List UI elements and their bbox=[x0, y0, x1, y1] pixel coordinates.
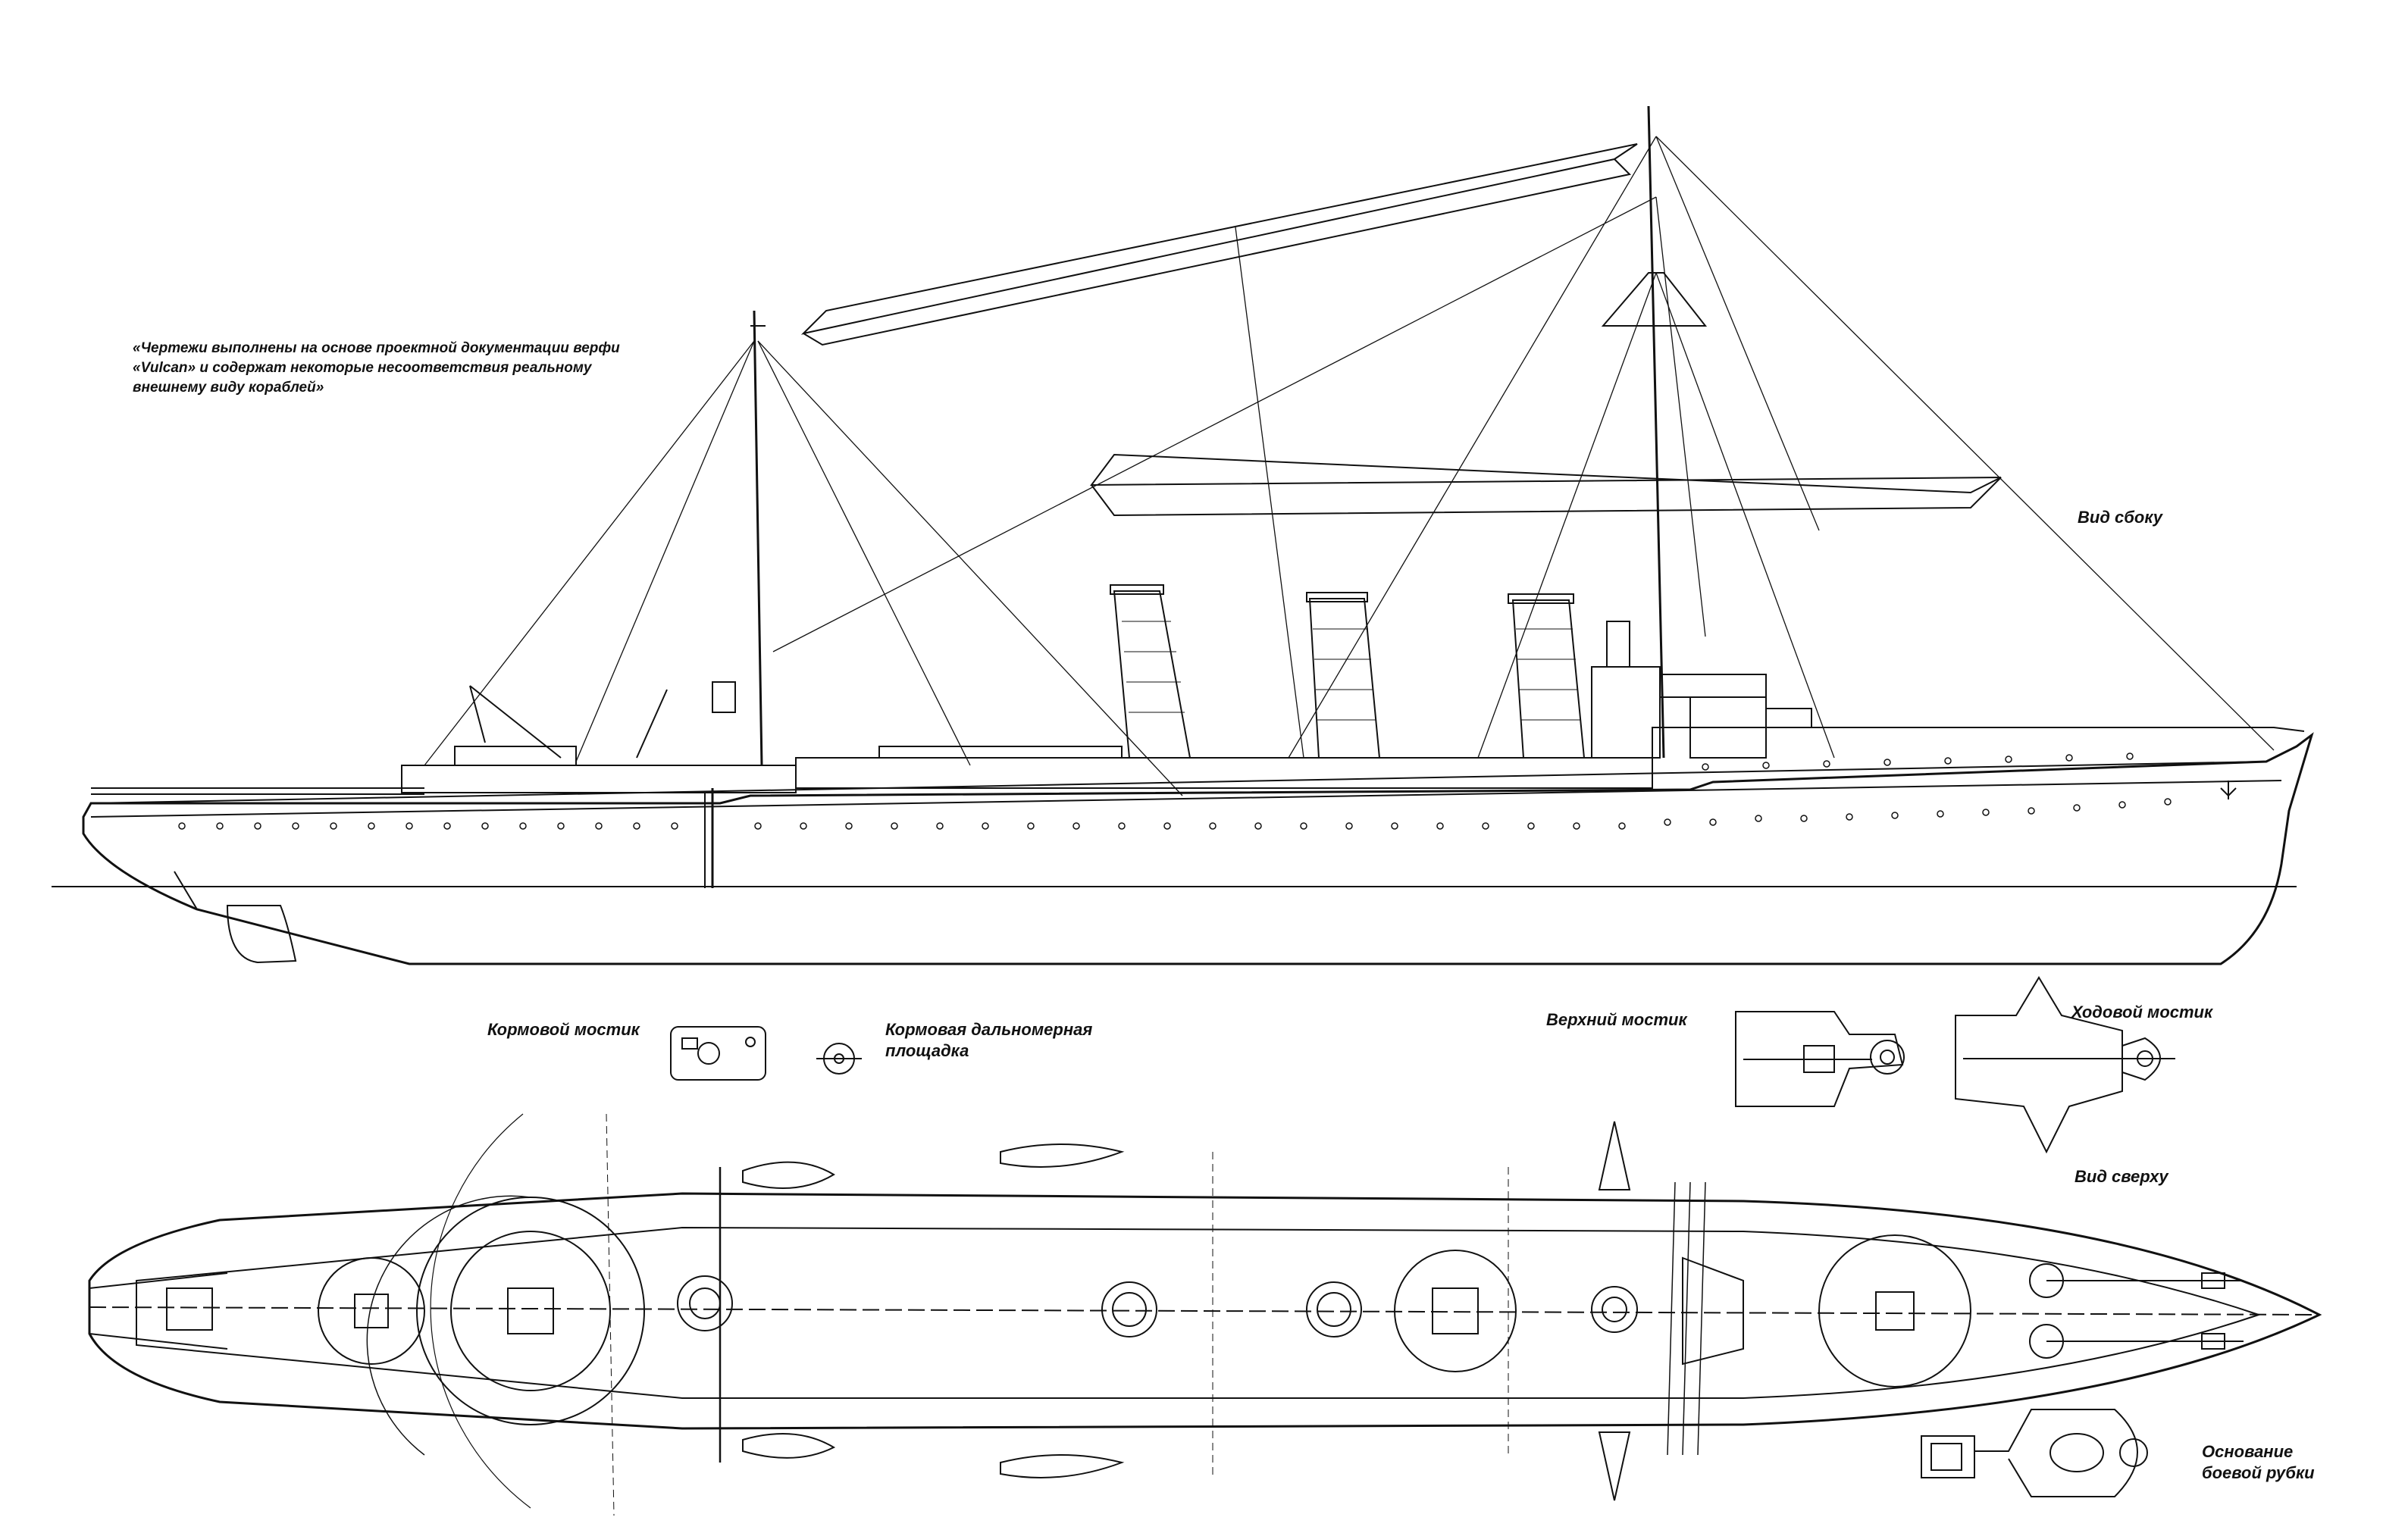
gun-arc-fore bbox=[1819, 1235, 1971, 1387]
aft-rangefinder-drawing bbox=[816, 1043, 862, 1074]
aft-bridge-drawing bbox=[671, 1027, 766, 1080]
top-view-label: Вид сверху bbox=[2075, 1167, 2168, 1186]
antenna-spreader-upper bbox=[803, 144, 1637, 333]
funnel-fore bbox=[1513, 600, 1584, 758]
funnel-middle bbox=[1310, 599, 1379, 758]
conning-base-label-line2: боевой рубки bbox=[2202, 1463, 2315, 1482]
conning-base-label-line1: Основание bbox=[2202, 1442, 2294, 1461]
fore-mast bbox=[1649, 106, 1664, 758]
aft-rangefinder-label-line2: площадка bbox=[885, 1041, 969, 1060]
upper-bridge-label: Верхний мостик bbox=[1546, 1010, 1687, 1029]
upper-bridge-drawing bbox=[1736, 1012, 1904, 1106]
nav-bridge-label: Ходовой мостик bbox=[2071, 1003, 2213, 1021]
top-view-drawing bbox=[89, 1114, 2319, 1516]
drawing-source-note: «Чертежи выполнены на основе проектной д… bbox=[133, 339, 663, 398]
side-view-label: Вид сбоку bbox=[2078, 508, 2162, 527]
funnel-aft bbox=[1114, 591, 1190, 758]
antenna-spreader-lower bbox=[1091, 455, 2001, 493]
portholes bbox=[179, 753, 2171, 829]
aft-bridge-label: Кормовой мостик bbox=[487, 1020, 640, 1039]
stern-rudder bbox=[227, 906, 296, 962]
note-line-2: «Vulcan» и содержат некоторые несоответс… bbox=[133, 360, 592, 376]
hull-outline bbox=[83, 735, 2312, 964]
conning-tower-base-drawing bbox=[1921, 1409, 2147, 1497]
aft-rangefinder-label-line1: Кормовая дальномерная bbox=[885, 1020, 1093, 1039]
aft-mast bbox=[754, 311, 762, 765]
note-line-3: внешнему виду кораблей» bbox=[133, 380, 324, 396]
nav-bridge-drawing bbox=[1956, 978, 2175, 1152]
note-line-1: «Чертежи выполнены на основе проектной д… bbox=[133, 340, 620, 356]
side-view-drawing bbox=[52, 106, 2312, 964]
